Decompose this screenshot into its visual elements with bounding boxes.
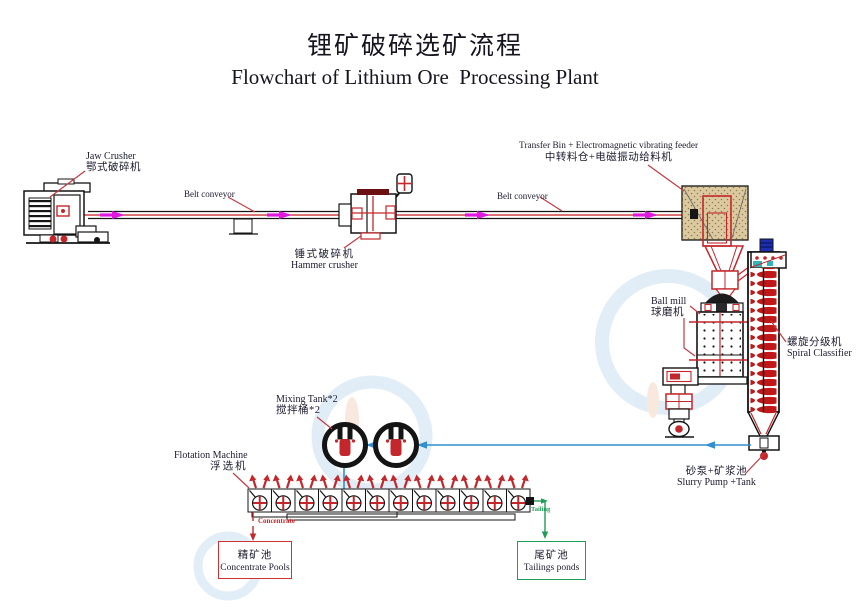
label-transfer-bin-en: Transfer Bin + Electromagnetic vibrating… <box>519 141 699 151</box>
label-transfer-bin: Transfer Bin + Electromagnetic vibrating… <box>519 141 698 163</box>
mixing-tank-2-drawing <box>373 422 419 468</box>
label-hammer-crusher-zh: 锤式破碎机 <box>294 249 355 260</box>
tailing-flow-line <box>534 498 549 539</box>
label-belt-conveyor-2: Belt conveyor <box>497 191 548 201</box>
slurry-pump-drawing <box>748 435 780 460</box>
label-jaw-crusher-en: Jaw Crusher <box>86 151 136 162</box>
concentrate-pools-zh: 精矿池 <box>237 550 273 561</box>
conveyor-flow-arrows <box>100 211 658 219</box>
label-transfer-bin-zh: 中转料仓+电磁振动给料机 <box>544 152 673 163</box>
page-title-en: Flowchart of Lithium Ore Processing Plan… <box>231 65 599 89</box>
tailings-ponds-en: Tailings ponds <box>523 563 580 573</box>
tailings-ponds-zh: 尾矿池 <box>534 550 569 561</box>
transfer-bin-drawing <box>681 185 749 247</box>
title-block: 锂矿破碎选矿流程 Flowchart of Lithium Ore Proces… <box>0 26 830 90</box>
label-jaw-crusher: Jaw Crusher 鄂式破碎机 <box>86 151 141 173</box>
belt-conveyor-1-line <box>88 210 352 235</box>
hammer-crusher-drawing <box>338 173 413 240</box>
label-jaw-crusher-zh: 鄂式破碎机 <box>86 162 141 173</box>
label-slurry-pump: 砂泵+矿浆池 Slurry Pump +Tank <box>677 466 756 488</box>
mill-drive-assembly-drawing <box>662 367 699 438</box>
label-pointer-lines <box>49 164 787 489</box>
tailings-ponds-box: 尾矿池 Tailings ponds <box>517 541 586 580</box>
label-hammer-crusher-en: Hammer crusher <box>291 260 358 271</box>
concentrate-flow-line <box>249 512 257 541</box>
label-mixing-tank: Mixing Tank*2 搅拌桶*2 <box>276 394 338 416</box>
label-slurry-pump-en: Slurry Pump +Tank <box>677 477 756 488</box>
label-mixing-tank-en: Mixing Tank*2 <box>276 394 338 405</box>
mixing-tank-1-drawing <box>322 422 368 468</box>
label-ball-mill-zh: 球磨机 <box>651 307 684 318</box>
concentrate-pools-box: 精矿池 Concentrate Pools <box>218 541 292 579</box>
label-hammer-crusher: 锤式破碎机 Hammer crusher <box>291 249 358 271</box>
concentrate-pools-en: Concentrate Pools <box>220 563 290 573</box>
label-tailing-stream: Tailing <box>531 506 551 513</box>
label-spiral-classifier-en: Spiral Classifier <box>787 348 852 359</box>
belt-conveyor-2-line <box>396 210 684 220</box>
label-ball-mill: Ball mill 球磨机 <box>651 296 686 318</box>
ball-mill-drawing <box>689 293 751 385</box>
page-title-zh: 锂矿破碎选矿流程 <box>306 33 523 60</box>
label-concentrate-stream: Concentrate <box>258 517 295 525</box>
spiral-classifier-drawing <box>747 238 787 437</box>
label-flotation-machine-zh: 浮选机 <box>210 461 248 472</box>
label-mixing-tank-zh: 搅拌桶*2 <box>276 405 321 416</box>
jaw-crusher-drawing <box>23 178 110 244</box>
label-ball-mill-en: Ball mill <box>651 296 687 307</box>
label-flotation-machine: Flotation Machine 浮选机 <box>174 450 248 472</box>
label-belt-conveyor-1: Belt conveyor <box>184 189 235 199</box>
label-slurry-pump-zh: 砂泵+矿浆池 <box>685 466 748 477</box>
label-spiral-classifier: 螺旋分级机 Spiral Classifier <box>787 337 852 359</box>
label-spiral-classifier-zh: 螺旋分级机 <box>787 337 842 348</box>
flotation-bank-drawing <box>246 473 534 521</box>
label-flotation-machine-en: Flotation Machine <box>174 450 248 461</box>
